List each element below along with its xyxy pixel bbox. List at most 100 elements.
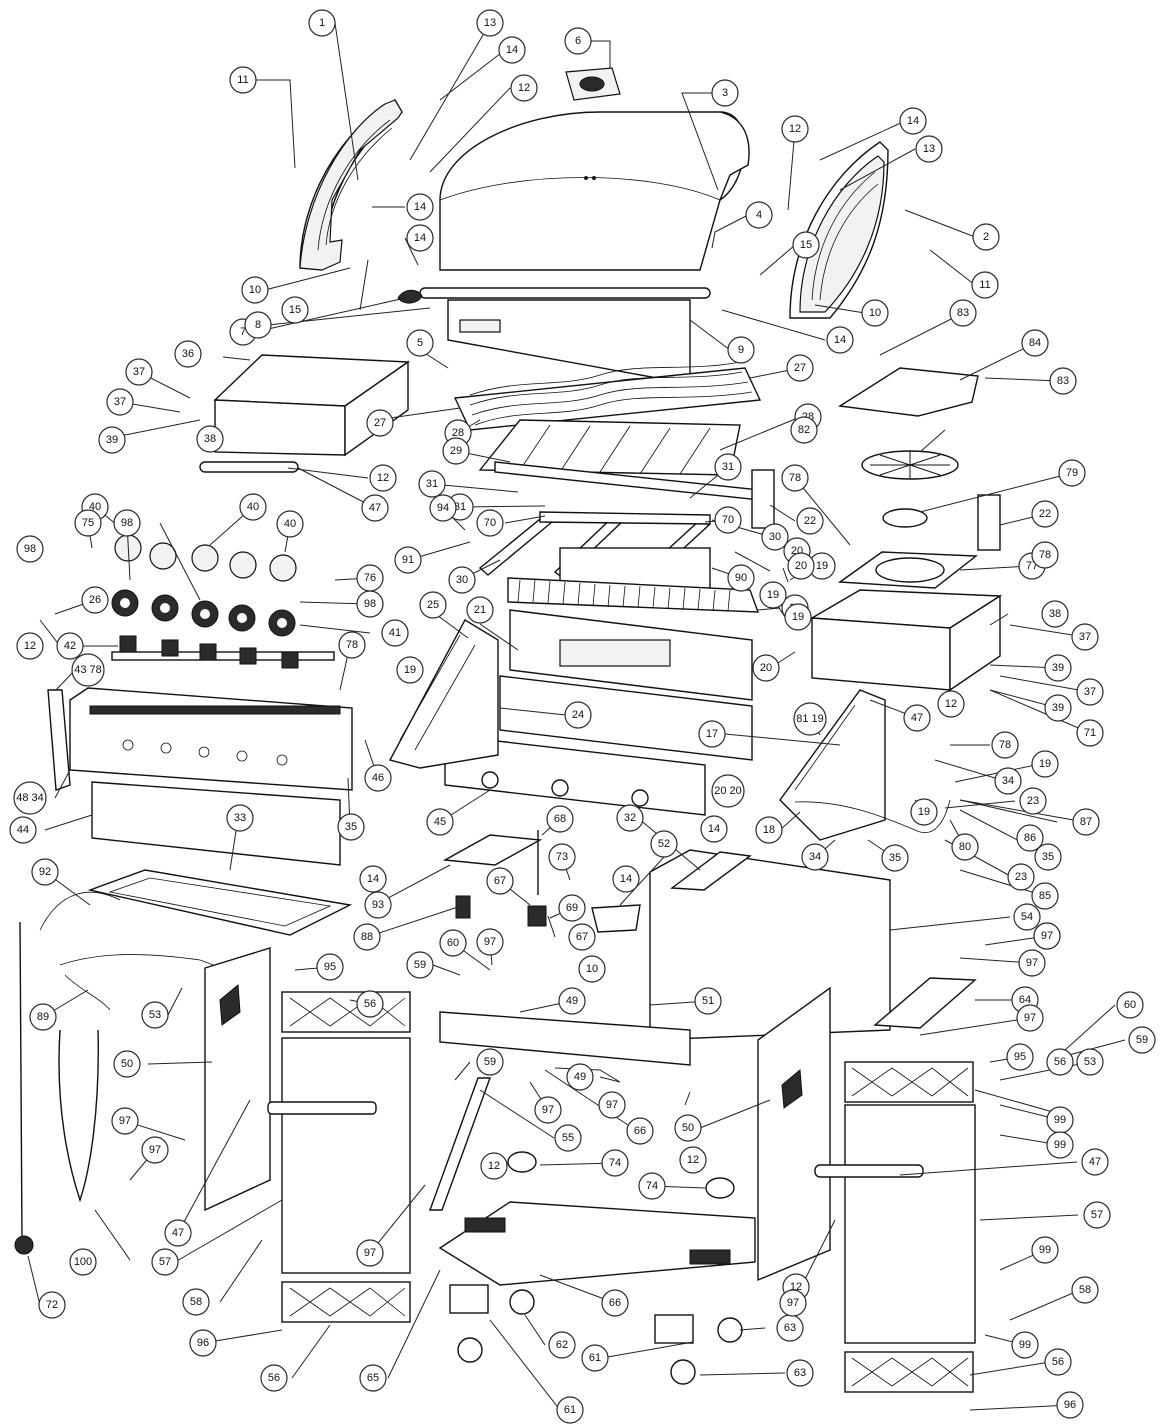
callout-47d: 47 xyxy=(1081,1148,1109,1176)
callout-31c: 31 xyxy=(714,453,742,481)
callout-circle xyxy=(1056,1391,1084,1419)
callout-number: 54 xyxy=(1021,911,1033,923)
callout-number: 14 xyxy=(834,334,846,346)
callout-circle xyxy=(1016,1004,1044,1032)
callout-number: 22 xyxy=(1039,508,1051,520)
callout-number: 78 xyxy=(789,472,801,484)
callout-number: 88 xyxy=(361,931,373,943)
callout-number: 63 xyxy=(794,1367,806,1379)
callout-circle xyxy=(727,564,755,592)
callout-circle xyxy=(9,816,37,844)
callout-circle xyxy=(498,36,526,64)
callout-number: 20 xyxy=(760,662,772,674)
callout-48: 48 34 xyxy=(13,781,47,815)
callout-78c: 78 xyxy=(338,631,366,659)
callout-circle xyxy=(442,437,470,465)
front-crossbar xyxy=(439,1011,691,1066)
callout-circle xyxy=(366,409,394,437)
callout-circle xyxy=(752,654,780,682)
callout-93: 93 xyxy=(364,891,392,919)
callout-circle xyxy=(1076,678,1104,706)
callout-number: 15 xyxy=(289,304,301,316)
callout-19e: 19 xyxy=(1031,750,1059,778)
callout-61a: 61 xyxy=(556,1396,584,1424)
callout-number: 51 xyxy=(702,995,714,1007)
callout-11a: 11 xyxy=(229,66,257,94)
callout-76: 76 xyxy=(356,564,384,592)
callout-number: 19 xyxy=(1039,758,1051,770)
callout-number: 52 xyxy=(658,838,670,850)
callout-circle xyxy=(141,1136,169,1164)
callout-number: 15 xyxy=(800,239,812,251)
callout-number: 5 xyxy=(417,337,423,349)
callout-circle xyxy=(141,1001,169,1029)
left-cabinet-side-panel xyxy=(204,947,271,1212)
callout-number: 73 xyxy=(556,851,568,863)
callout-circle xyxy=(1013,903,1041,931)
callout-47b: 47 xyxy=(903,704,931,732)
callout-52: 52 xyxy=(650,830,678,858)
callout-circle xyxy=(406,193,434,221)
callout-circle xyxy=(558,894,586,922)
callout-circle xyxy=(1016,824,1044,852)
cabinet-bottom-panel xyxy=(438,1201,756,1286)
callout-circle xyxy=(1083,1201,1111,1229)
callout-number: 67 xyxy=(494,875,506,887)
callout-99a: 99 xyxy=(1046,1106,1074,1134)
callout-circle xyxy=(546,805,574,833)
callout-number: 12 xyxy=(687,1154,699,1166)
callout-14h: 14 xyxy=(700,815,728,843)
callout-circle xyxy=(308,9,336,37)
callout-circle xyxy=(276,510,304,538)
callout-38b: 38 xyxy=(1041,600,1069,628)
side-burner-grate xyxy=(861,450,959,480)
callout-number: 97 xyxy=(1024,1012,1036,1024)
callout-85: 85 xyxy=(1031,882,1059,910)
callout-number: 32 xyxy=(624,812,636,824)
callout-18: 18 xyxy=(755,816,783,844)
callout-circle xyxy=(476,9,504,37)
callout-circle xyxy=(125,358,153,386)
callout-circle xyxy=(439,929,467,957)
callout-circle xyxy=(548,843,576,871)
callout-number: 49 xyxy=(566,995,578,1007)
callout-circle xyxy=(903,704,931,732)
callout-14e: 14 xyxy=(826,326,854,354)
side-support-panel xyxy=(873,977,977,1029)
callout-circle xyxy=(951,833,979,861)
callout-circle xyxy=(13,781,47,815)
callout-39c: 39 xyxy=(1044,694,1072,722)
callout-9: 9 xyxy=(727,336,755,364)
callout-57b: 57 xyxy=(1083,1201,1111,1229)
callout-10c: 10 xyxy=(578,955,606,983)
callout-number: 59 xyxy=(1136,1034,1148,1046)
callout-82: 82 xyxy=(790,416,818,444)
callout-94: 94 xyxy=(429,494,457,522)
callout-circle xyxy=(394,546,422,574)
callout-circle xyxy=(796,507,824,535)
callout-number: 40 xyxy=(284,518,296,530)
callout-53a: 53 xyxy=(141,1001,169,1029)
callout-number: 2 xyxy=(983,231,989,243)
callout-circle xyxy=(1058,459,1086,487)
callout-58a: 58 xyxy=(182,1288,210,1316)
callout-number: 29 xyxy=(450,445,462,457)
callout-circle xyxy=(792,231,820,259)
callout-circle xyxy=(244,311,272,339)
callout-number: 12 xyxy=(945,698,957,710)
callout-26: 26 xyxy=(81,586,109,614)
callout-number: 94 xyxy=(437,502,449,514)
callout-97a: 97 xyxy=(476,928,504,956)
callout-12d: 12 xyxy=(16,632,44,660)
callout-number: 12 xyxy=(789,123,801,135)
callout-circle xyxy=(915,135,943,163)
callout-100: 100 xyxy=(69,1248,97,1276)
callout-4: 4 xyxy=(745,201,773,229)
callout-circle xyxy=(793,702,827,736)
callout-number: 53 xyxy=(149,1009,161,1021)
callout-73: 73 xyxy=(548,843,576,871)
burner-bracket xyxy=(751,469,775,529)
callout-14c: 14 xyxy=(899,107,927,135)
side-burner-hose xyxy=(794,799,951,833)
